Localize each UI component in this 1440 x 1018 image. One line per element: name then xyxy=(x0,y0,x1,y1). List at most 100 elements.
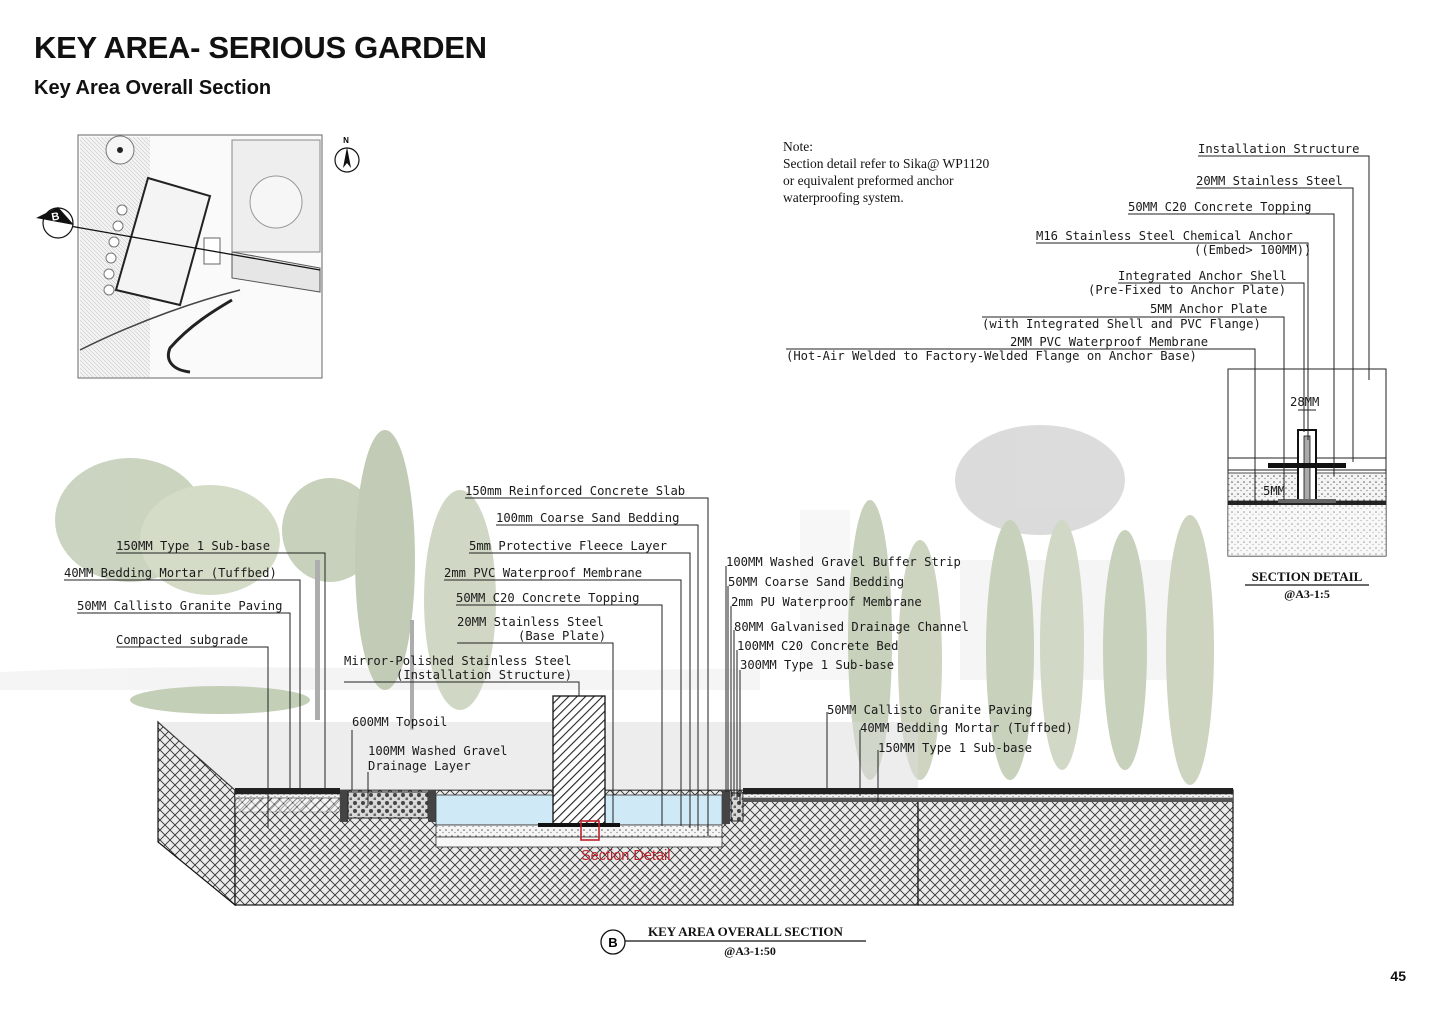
background-scenery xyxy=(0,425,1214,785)
detail-anchor-plate xyxy=(1278,499,1336,503)
label-stainless-steel: 20MM Stainless Steel xyxy=(457,615,604,629)
background-tree xyxy=(424,490,496,710)
label-pvc-membrane: 2mm PVC Waterproof Membrane xyxy=(444,566,642,580)
key-plan: B N xyxy=(36,134,360,379)
section-detail-title: SECTION DETAIL xyxy=(1252,569,1363,584)
label-mirror-steel-sub: (Installation Structure) xyxy=(396,668,572,682)
key-plan-path-edge xyxy=(79,289,241,351)
section-marker-label: B xyxy=(608,935,617,950)
edging xyxy=(340,790,348,822)
key-plan-tree-center xyxy=(117,147,123,153)
section-marker-circle xyxy=(600,929,626,955)
left-leaders xyxy=(64,552,326,828)
label-pu-membrane: 2mm PU Waterproof Membrane xyxy=(731,595,922,609)
note-line: Note: xyxy=(783,139,813,154)
background-tree xyxy=(355,430,415,690)
label-20mm-stainless: 20MM Stainless Steel xyxy=(1196,174,1343,188)
detail-stainless-plate xyxy=(1268,463,1346,468)
key-plan-tree xyxy=(249,175,303,229)
label-anchor-plate: 5MM Anchor Plate xyxy=(1150,302,1267,316)
background-tree xyxy=(140,485,280,595)
section-detail-callout-box xyxy=(580,820,600,841)
section-detail-scale: @A3-1:5 xyxy=(1284,587,1330,601)
note-line: Section detail refer to Sika@ WP1120 xyxy=(783,156,990,171)
subgrade-front-right xyxy=(917,789,1234,906)
label-stainless-steel-sub: (Base Plate) xyxy=(518,629,606,643)
background-tree xyxy=(955,425,1125,535)
cypress-tree xyxy=(1103,530,1147,770)
right-labels: 100MM Washed Gravel Buffer Strip 50MM Co… xyxy=(726,555,1073,755)
left-paving xyxy=(235,788,340,794)
key-plan-path-edge xyxy=(166,298,233,374)
note-line: or equivalent preformed anchor xyxy=(783,173,954,188)
label-installation-structure: Installation Structure xyxy=(1198,142,1359,156)
detail-dim-top: 28MM xyxy=(1290,395,1319,409)
section-marker-b-plan: B xyxy=(36,207,74,239)
detail-labels: Installation Structure 20MM Stainless St… xyxy=(786,142,1359,363)
label-washed-gravel-sub: Drainage Layer xyxy=(368,759,471,773)
label-subgrade: Compacted subgrade xyxy=(116,633,248,647)
left-bedding xyxy=(234,793,341,799)
label-anchor-shell-sub: (Pre-Fixed to Anchor Plate) xyxy=(1088,283,1286,297)
right-bedding xyxy=(742,793,1234,799)
cypress-tree xyxy=(898,540,942,780)
section-title: KEY AREA OVERALL SECTION xyxy=(648,924,844,939)
label-gravel-buffer: 100MM Washed Gravel Buffer Strip xyxy=(726,555,961,569)
detail-leaders xyxy=(786,155,1370,503)
key-plan-stepping-stones xyxy=(103,204,128,296)
label-concrete-topping: 50MM C20 Concrete Topping xyxy=(456,591,639,605)
page-title: KEY AREA- SERIOUS GARDEN xyxy=(34,30,487,65)
left-labels: 150MM Type 1 Sub-base 40MM Bedding Morta… xyxy=(64,539,282,647)
label-topsoil: 600MM Topsoil xyxy=(352,715,447,729)
label-subbase-left: 150MM Type 1 Sub-base xyxy=(116,539,270,553)
section-detail: 28MM 5MM SECTION DETAIL @A3-1:5 xyxy=(1227,368,1387,601)
label-fleece-layer: 5mm Protective Fleece Layer xyxy=(469,539,667,553)
note-line: waterproofing system. xyxy=(783,190,904,205)
label-subbase-300: 300MM Type 1 Sub-base xyxy=(740,658,894,672)
page-subtitle: Key Area Overall Section xyxy=(34,77,272,99)
label-coarse-sand: 50MM Coarse Sand Bedding xyxy=(728,575,904,589)
ground-top-plane xyxy=(158,722,918,790)
edging xyxy=(428,790,436,822)
detail-subbase xyxy=(1228,505,1386,556)
label-50mm-topping: 50MM C20 Concrete Topping xyxy=(1128,200,1311,214)
label-anchor-shell: Integrated Anchor Shell xyxy=(1118,269,1287,283)
section-detail-callout-label: Section Detail xyxy=(581,848,670,864)
center-labels: 150mm Reinforced Concrete Slab 100mm Coa… xyxy=(344,484,685,773)
cypress-tree xyxy=(848,500,892,780)
section-cut-line xyxy=(63,224,321,271)
background-tree xyxy=(282,478,378,582)
label-pvc-membrane-detail-sub: (Hot-Air Welded to Factory-Welded Flange… xyxy=(786,349,1197,363)
north-label: N xyxy=(343,136,349,145)
label-pvc-membrane-detail: 2MM PVC Waterproof Membrane xyxy=(1010,335,1208,349)
section-scale: @A3-1:50 xyxy=(724,944,776,958)
label-drainage-channel: 80MM Galvanised Drainage Channel xyxy=(734,620,969,634)
key-plan-feature xyxy=(114,176,212,307)
center-leaders xyxy=(344,497,709,836)
label-subbase-right: 150MM Type 1 Sub-base xyxy=(878,741,1032,755)
page-number: 45 xyxy=(1390,968,1406,984)
label-paving-right: 50MM Callisto Granite Paving xyxy=(827,703,1032,717)
label-sand-bedding: 100mm Coarse Sand Bedding xyxy=(496,511,679,525)
section-title-block: B KEY AREA OVERALL SECTION @A3-1:50 xyxy=(600,924,866,958)
label-anchor-plate-sub: (with Integrated Shell and PVC Flange) xyxy=(982,317,1261,331)
cypress-tree xyxy=(986,520,1034,780)
left-subbase xyxy=(234,797,341,813)
label-m16-anchor: M16 Stainless Steel Chemical Anchor xyxy=(1036,229,1293,243)
note-block: Note: Section detail refer to Sika@ WP11… xyxy=(783,138,989,206)
gravel-drainage-layer xyxy=(347,791,429,819)
label-m16-anchor-sub: ((Embed> 100MM)) xyxy=(1194,243,1311,257)
north-arrow: N xyxy=(334,136,360,173)
key-plan-paving xyxy=(231,251,321,293)
detail-chemical-anchor xyxy=(1303,435,1311,503)
label-concrete-slab: 150mm Reinforced Concrete Slab xyxy=(465,484,685,498)
cypress-tree xyxy=(1040,520,1084,770)
right-paving xyxy=(743,788,1233,794)
right-leaders xyxy=(725,566,879,804)
stainless-steel-feature xyxy=(552,695,606,825)
label-washed-gravel: 100MM Washed Gravel xyxy=(368,744,507,758)
pool-sand-bedding xyxy=(435,836,723,848)
base-plate xyxy=(538,823,620,827)
label-bedding-right: 40MM Bedding Mortar (Tuffbed) xyxy=(860,721,1073,735)
